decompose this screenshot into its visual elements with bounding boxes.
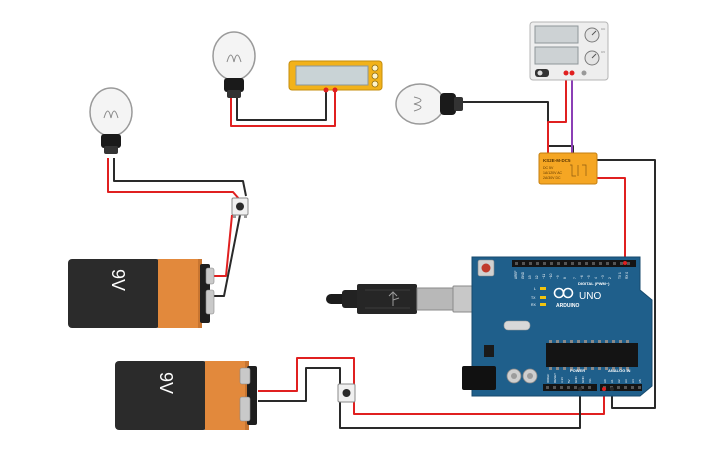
analog-header-label: ANALOG IN bbox=[608, 368, 631, 373]
relay-spec-2: 1A/120V AC bbox=[543, 171, 563, 175]
wire-black-relay bbox=[597, 159, 656, 409]
digital-header-label: DIGITAL (PWM~) bbox=[578, 281, 610, 286]
relay-model-label: KS2E-M-DC5 bbox=[543, 158, 571, 163]
power-header-label: POWER bbox=[570, 368, 585, 373]
pin-label-10: ~10 bbox=[549, 273, 553, 279]
led-label-l: L bbox=[534, 287, 536, 291]
pin-label-vin: Vin bbox=[588, 378, 592, 383]
pin-label-3: ~3 bbox=[601, 275, 605, 279]
pin-label-gnd: GND bbox=[521, 271, 525, 279]
arduino-brand-label: ARDUINO bbox=[556, 303, 579, 309]
wire-red-bulb2 bbox=[230, 90, 336, 127]
pin-label-ioref: IOREF bbox=[546, 374, 550, 383]
pin-label-4: 4 bbox=[594, 277, 598, 279]
pin-label-7: 7 bbox=[573, 277, 577, 279]
pin-label-gnd2: GND bbox=[581, 376, 585, 384]
pin-label-a1: A1 bbox=[610, 379, 614, 383]
psu-cc-label: CC bbox=[601, 27, 606, 31]
pin-label-aref: AREF bbox=[514, 270, 518, 279]
psu-cv-label: CV bbox=[601, 50, 605, 54]
arduino-uno-board[interactable]: AREF GND 13 12 ~11 ~10 ~9 8 7 ~6 ~5 4 ~3… bbox=[462, 256, 653, 397]
push-button-bottom[interactable] bbox=[337, 383, 356, 403]
pin-label-reset: RESET bbox=[553, 373, 557, 383]
wire-red-battery1 bbox=[212, 214, 233, 277]
wire-black-bulb3 bbox=[462, 101, 574, 160]
wire-black-bulb2 bbox=[236, 90, 327, 121]
power-supply[interactable]: CC CV bbox=[529, 21, 609, 81]
wire-red-relay bbox=[597, 177, 626, 262]
arduino-model-label: UNO bbox=[579, 291, 601, 302]
relay-spec-3: 2A/30V DC bbox=[543, 176, 561, 180]
pin-label-gnd1: GND bbox=[574, 376, 578, 384]
push-button-top[interactable] bbox=[231, 197, 249, 218]
battery-top-label: 9V bbox=[108, 269, 128, 291]
pin-label-2: 2 bbox=[608, 277, 612, 279]
power-jack[interactable] bbox=[462, 366, 496, 390]
pin-label-a5: A5 bbox=[638, 379, 642, 383]
microcontroller-chip bbox=[546, 343, 638, 367]
pin-label-a4: A4 bbox=[631, 379, 635, 383]
pin-label-a3: A3 bbox=[624, 379, 628, 383]
pin-label-9: ~9 bbox=[556, 275, 560, 279]
battery-9v-top[interactable]: 9V bbox=[68, 259, 215, 328]
light-bulb-left[interactable] bbox=[89, 87, 133, 154]
led-label-tx: TX bbox=[531, 296, 536, 300]
wire-black-bulb1 bbox=[113, 158, 247, 197]
arduino-logo-icon bbox=[553, 287, 574, 299]
pin-label-a2: A2 bbox=[617, 379, 621, 383]
light-bulb-right[interactable] bbox=[395, 83, 463, 125]
pin-label-rx: RX 0 bbox=[625, 272, 629, 279]
usb-cable[interactable] bbox=[326, 284, 498, 314]
battery-bottom-label: 9V bbox=[156, 372, 176, 394]
usb-icon bbox=[388, 291, 400, 306]
pin-label-5: ~5 bbox=[587, 275, 591, 279]
battery-9v-bottom[interactable]: 9V bbox=[115, 361, 257, 430]
wire-red-bulb1 bbox=[107, 158, 241, 201]
wire-black-battery2 bbox=[258, 367, 581, 429]
pin-label-13: 13 bbox=[528, 275, 532, 279]
analog-header[interactable] bbox=[600, 384, 642, 391]
pin-label-a0: A0 bbox=[603, 379, 607, 383]
relay-spec-1: DC 5V bbox=[543, 166, 554, 170]
multimeter[interactable] bbox=[288, 60, 383, 93]
pin-label-tx: TX 1 bbox=[618, 272, 622, 279]
pin-label-11: ~11 bbox=[542, 274, 546, 279]
pin-label-5v: 5V bbox=[567, 379, 571, 383]
led-label-rx: RX bbox=[531, 303, 537, 307]
wires bbox=[107, 73, 656, 429]
pin-label-8: 8 bbox=[563, 277, 567, 279]
wire-black-battery1 bbox=[214, 214, 241, 297]
wire-red-battery2 bbox=[258, 357, 605, 415]
pin-label-12: 12 bbox=[535, 275, 539, 279]
light-bulb-top[interactable] bbox=[212, 31, 256, 98]
relay-module[interactable]: KS2E-M-DC5 DC 5V 1A/120V AC 2A/30V DC bbox=[538, 152, 598, 185]
pin-label-3v3: 3.3V bbox=[560, 377, 564, 383]
pin-label-6: ~6 bbox=[580, 275, 584, 279]
